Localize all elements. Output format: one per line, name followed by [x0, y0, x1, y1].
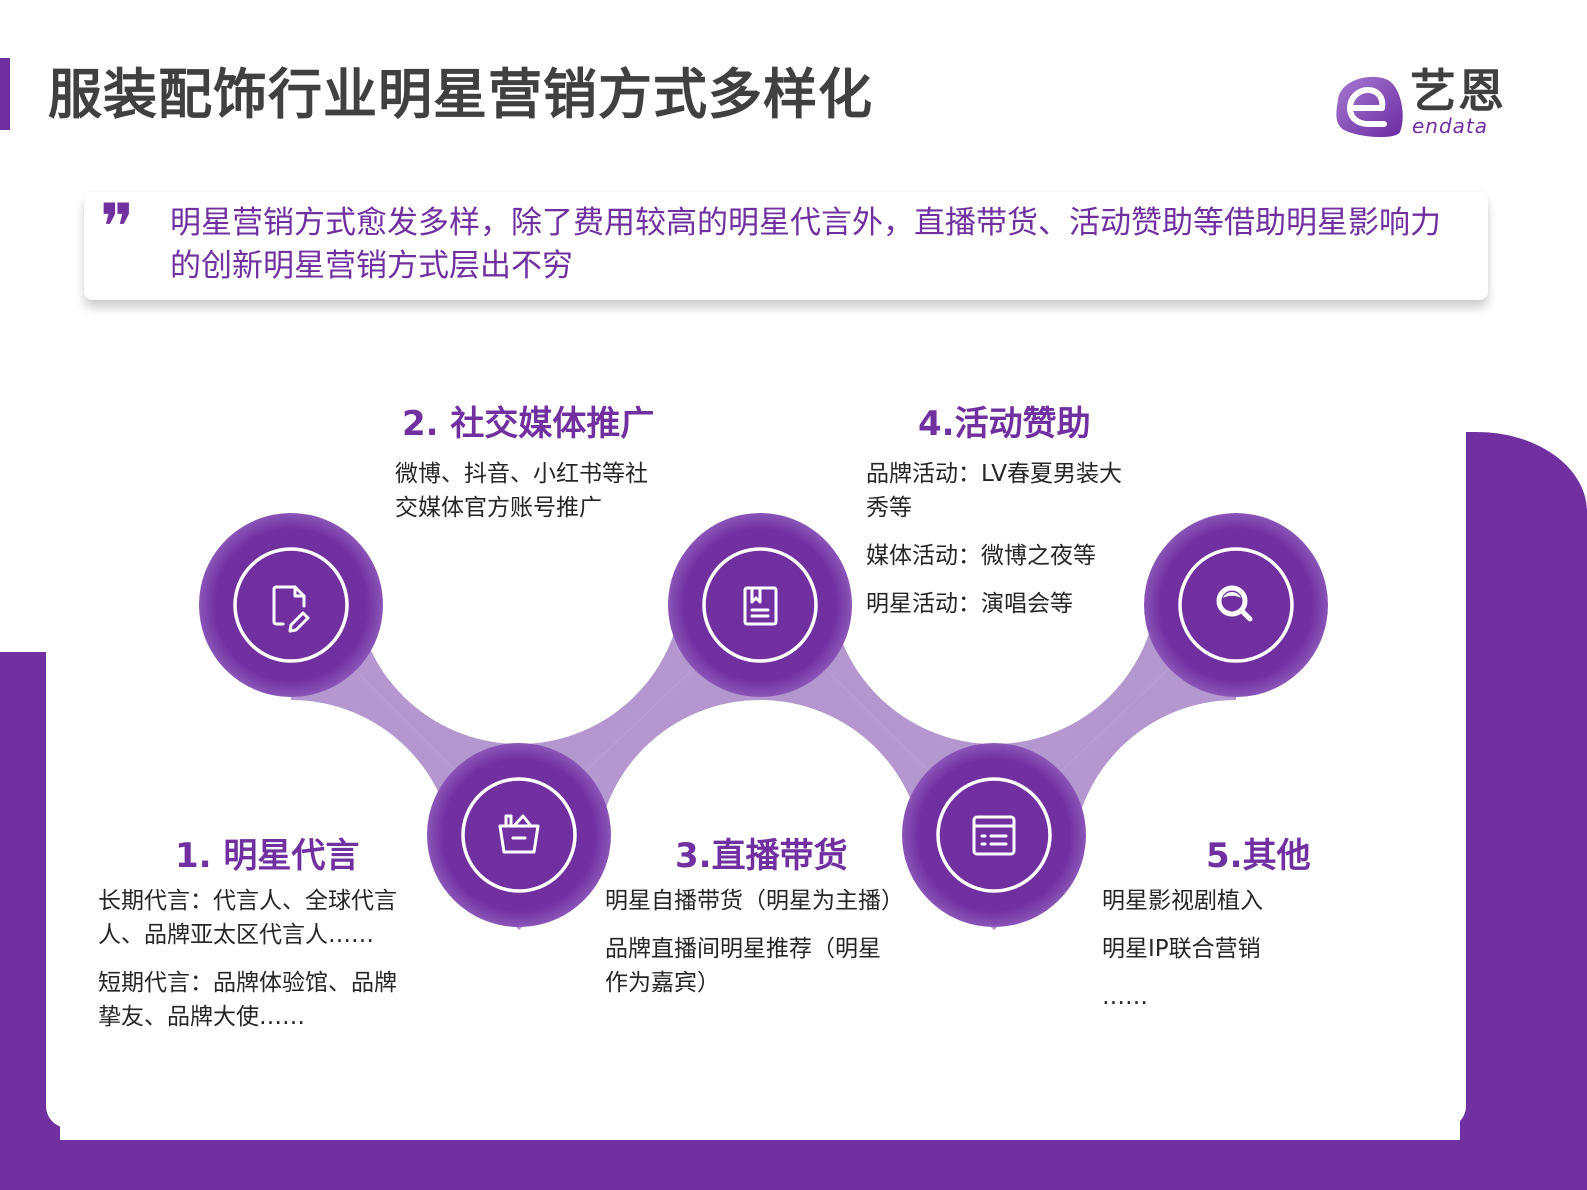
node-4-item: 明星活动：演唱会等 — [866, 591, 1073, 617]
node-5-item: 明星IP联合营销 — [1102, 936, 1261, 962]
basket-icon — [498, 814, 540, 854]
quote-text: 明星营销方式愈发多样，除了费用较高的明星代言外，直播带货、活动赞助等借助明星影响… — [170, 205, 1441, 284]
node-2-label: 2. 社交媒体推广 — [402, 404, 655, 444]
node-circle-2 — [427, 743, 611, 927]
node-4-item: 品牌活动：LV春夏男装大秀等 — [866, 461, 1123, 521]
node-5-item: …… — [1102, 984, 1148, 1010]
node-2-item: 微博、抖音、小红书等社交媒体官方账号推广 — [395, 461, 648, 521]
node-4-label: 4.活动赞助 — [918, 404, 1091, 444]
node-1-item: 长期代言：代言人、全球代言人、品牌亚太区代言人…… — [98, 888, 397, 948]
node-5-label: 5.其他 — [1206, 836, 1311, 876]
node-circle-5 — [1144, 513, 1328, 697]
chain-cutouts — [127, 416, 1400, 1028]
node-4-item: 媒体活动：微博之夜等 — [866, 543, 1096, 569]
quote-card: ❞ 明星营销方式愈发多样，除了费用较高的明星代言外，直播带货、活动赞助等借助明星… — [84, 192, 1488, 300]
node-5-text: 明星影视剧植入 明星IP联合营销 …… — [1102, 884, 1362, 1028]
node-3-text: 明星自播带货（明星为主播） 品牌直播间明星推荐（明星作为嘉宾） — [605, 884, 904, 1014]
node-1-label: 1. 明星代言 — [175, 836, 360, 876]
node-1-text: 长期代言：代言人、全球代言人、品牌亚太区代言人…… 短期代言：品牌体验馆、品牌挚… — [98, 884, 418, 1048]
node-circle-1 — [199, 513, 383, 697]
search-icon — [1216, 585, 1253, 622]
endata-logo: 艺恩 endata — [1330, 64, 1520, 144]
node-5-item: 明星影视剧植入 — [1102, 888, 1263, 914]
node-3-item: 品牌直播间明星推荐（明星作为嘉宾） — [605, 936, 881, 996]
document-edit-icon — [272, 585, 310, 633]
logo-name-cn: 艺恩 — [1410, 64, 1506, 118]
page-title: 服装配饰行业明星营销方式多样化 — [48, 63, 873, 126]
title-accent-bar — [0, 58, 10, 130]
book-icon — [743, 586, 778, 626]
list-window-icon — [972, 815, 1016, 856]
node-3-label: 3.直播带货 — [675, 836, 848, 876]
background-purple-bottom — [0, 1140, 1587, 1190]
endata-e-logo-icon — [1336, 76, 1403, 138]
background-purple-right — [1460, 432, 1587, 1190]
node-2-text: 微博、抖音、小红书等社交媒体官方账号推广 — [395, 457, 667, 539]
node-1-item: 短期代言：品牌体验馆、品牌挚友、品牌大使…… — [98, 970, 397, 1030]
logo-name-en: endata — [1412, 114, 1489, 138]
node-circle-3 — [668, 513, 852, 697]
node-3-item: 明星自播带货（明星为主播） — [605, 888, 904, 914]
node-4-text: 品牌活动：LV春夏男装大秀等 媒体活动：微博之夜等 明星活动：演唱会等 — [866, 457, 1142, 635]
